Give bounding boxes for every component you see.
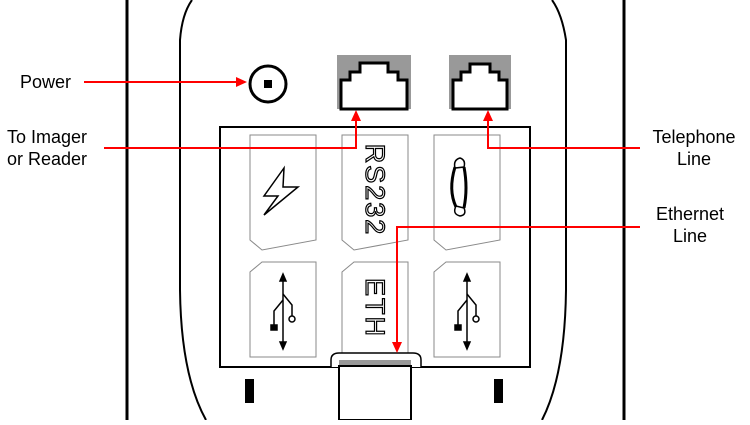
right-foot: [494, 379, 503, 403]
usb-left-cell: [249, 261, 317, 358]
imager-label-line1: To Imager: [7, 127, 88, 147]
callout-arrowheads: [236, 77, 493, 353]
telephone-jack-icon: [449, 55, 511, 111]
ethernet-leader: [396, 226, 640, 343]
imager-label: To Imager or Reader: [7, 126, 87, 170]
usb-icon: [454, 272, 480, 351]
ethernet-label-line2: Line: [672, 226, 708, 246]
callout-lines: [84, 81, 640, 343]
left-foot: [245, 379, 254, 403]
rs232-cell: [341, 134, 409, 251]
usb-icon: [270, 272, 296, 351]
telephone-label-line2: Line: [676, 149, 712, 169]
telephone-label-line1: Telephone: [652, 127, 736, 147]
imager-leader: [104, 118, 357, 149]
usb-right-cell: [433, 261, 501, 358]
rs232-label: RS232: [360, 144, 390, 237]
ethernet-label: Ethernet Line: [640, 203, 740, 247]
power-label-text: Power: [20, 72, 72, 92]
imager-label-line2: or Reader: [7, 149, 88, 169]
telephone-leader: [487, 118, 640, 149]
ethernet-port-icon: [330, 352, 422, 421]
device-body: [179, 0, 567, 421]
lightning-bolt-icon: [262, 165, 301, 216]
power-cell: [249, 134, 317, 251]
telephone-handset-icon: [450, 157, 468, 217]
power-label: Power: [20, 71, 71, 93]
ethernet-label-line1: Ethernet: [655, 204, 725, 224]
device-frame: [125, 0, 626, 420]
telephone-label: Telephone Line: [640, 126, 748, 170]
eth-label: ETH: [360, 278, 390, 338]
power-port-icon: [248, 64, 288, 104]
imager-jack-icon: [337, 55, 411, 111]
